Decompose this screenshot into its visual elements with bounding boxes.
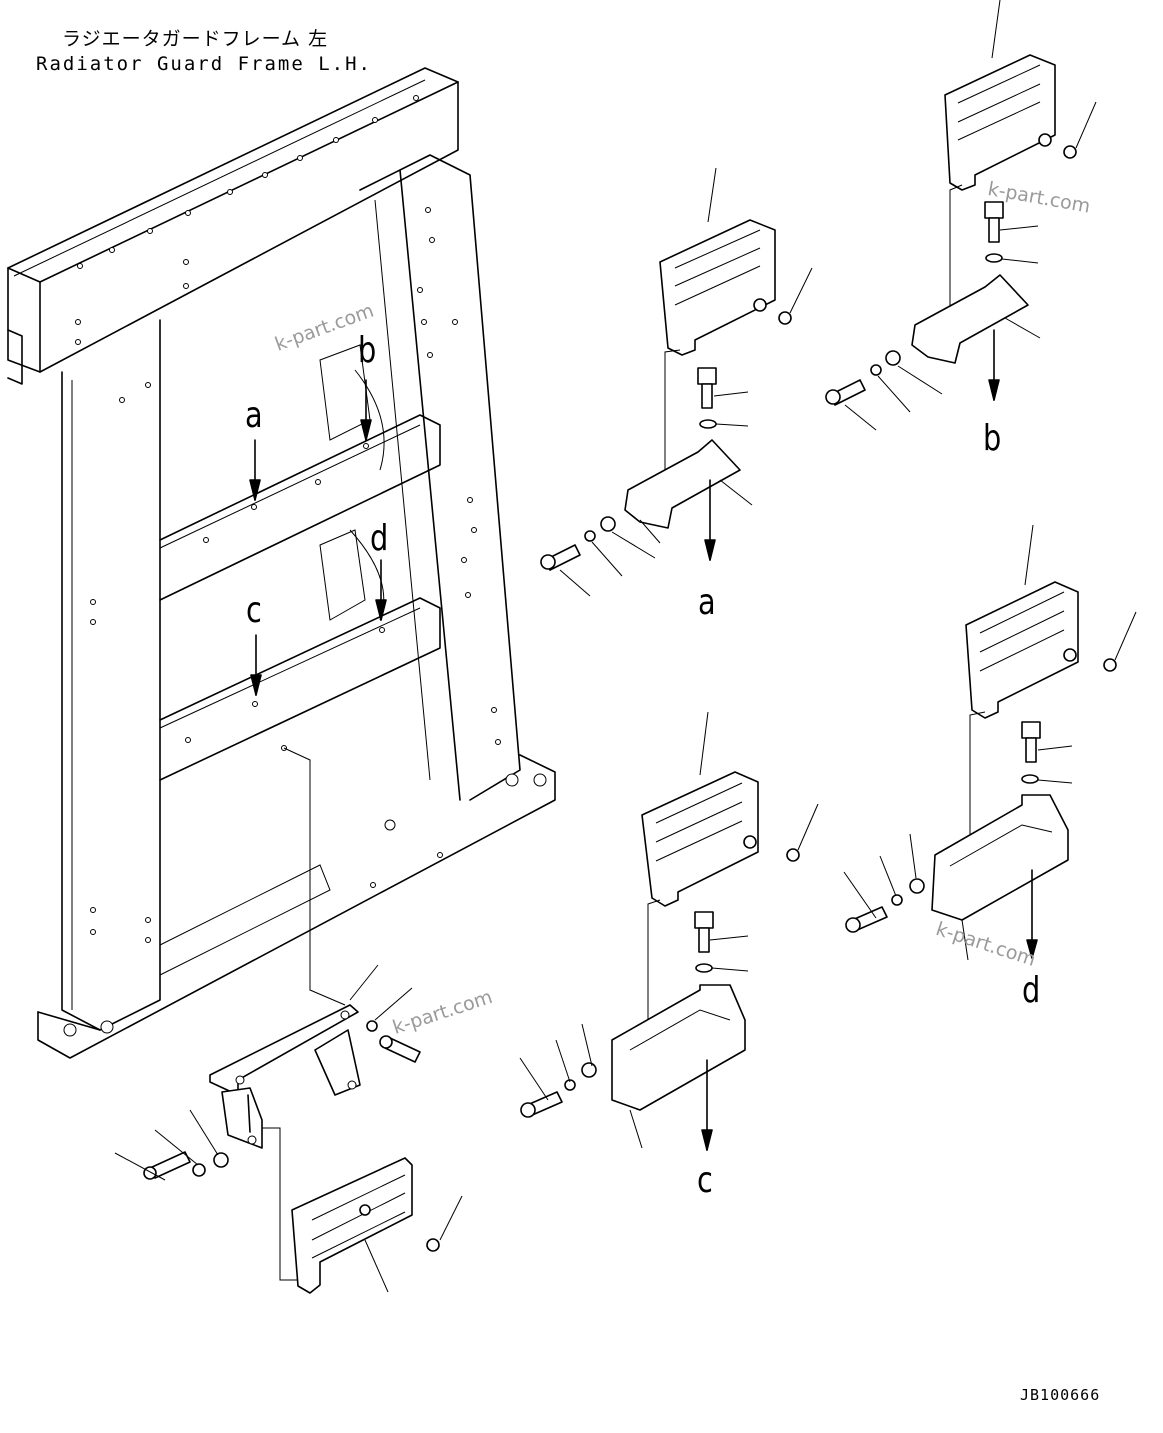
step-assembly-a	[540, 167, 813, 597]
step-assembly-d	[843, 524, 1137, 961]
radiator-guard-frame	[7, 67, 556, 1059]
title-english: Radiator Guard Frame L.H.	[36, 53, 372, 75]
assembly-label-a: a	[698, 582, 716, 623]
title-japanese: ラジエータガードフレーム 左	[62, 28, 329, 50]
assembly-label-b: b	[983, 418, 1002, 459]
frame-label-c: c	[246, 590, 262, 631]
assembly-label-c: c	[697, 1160, 713, 1201]
step-assembly-c	[519, 711, 819, 1151]
lower-step-assembly	[114, 747, 463, 1294]
drawing-code: JB100666	[1020, 1386, 1101, 1404]
step-assembly-b	[825, 0, 1097, 431]
frame-label-d: d	[370, 518, 389, 559]
frame-reference-arrows	[249, 379, 387, 696]
frame-label-b: b	[358, 330, 377, 371]
assembly-label-d: d	[1022, 970, 1041, 1011]
frame-label-a: a	[245, 395, 263, 436]
